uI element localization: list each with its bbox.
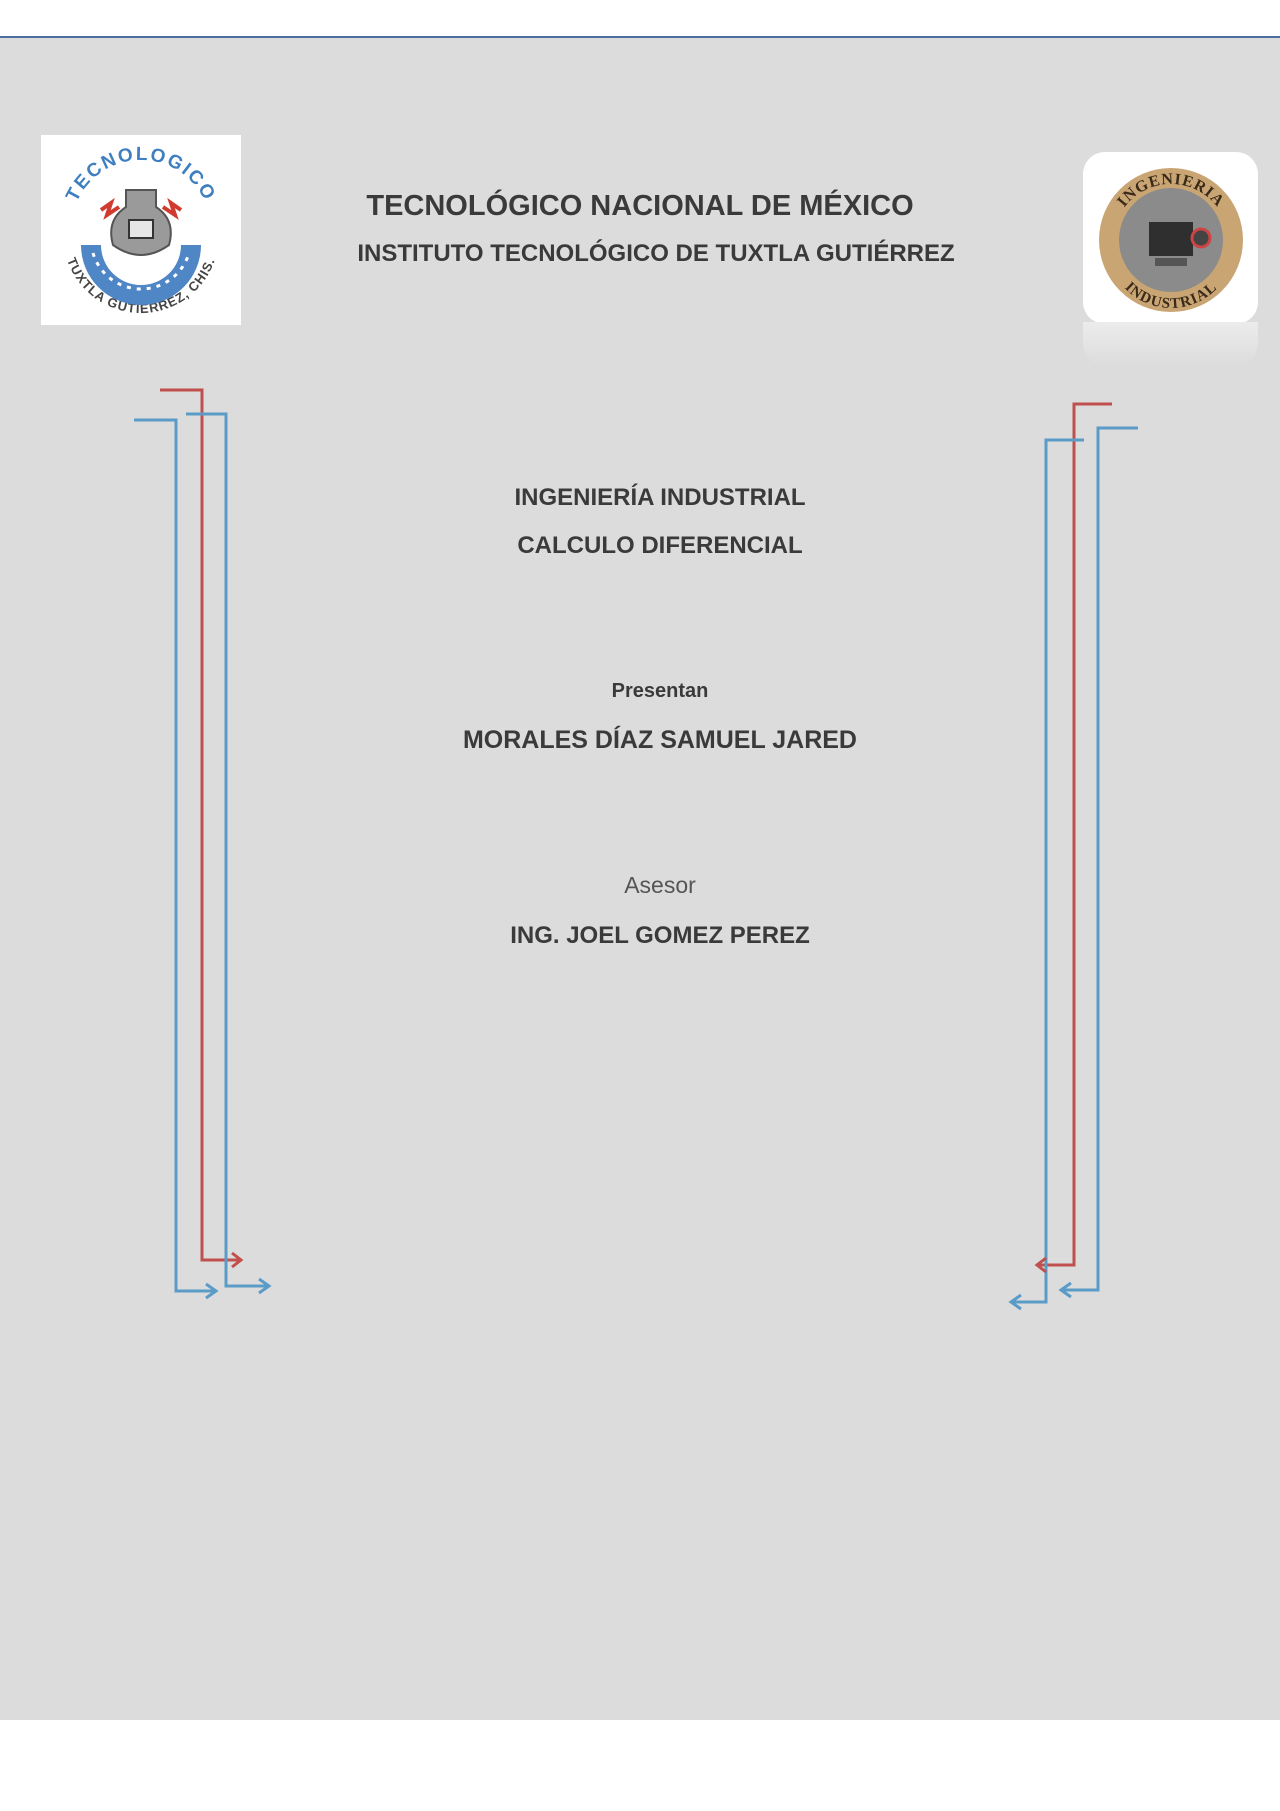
left-red-bracket (160, 388, 240, 1262)
top-rule (0, 36, 1280, 38)
career-name: INGENIERÍA INDUSTRIAL (514, 484, 806, 511)
author-name: MORALES DÍAZ SAMUEL JARED (462, 726, 857, 754)
advisor-name: ING. JOEL GOMEZ PEREZ (510, 922, 810, 949)
right-blue-arrowhead-1 (1008, 1293, 1022, 1311)
presented-by-label: Presentan (611, 680, 709, 702)
left-blue-arrowhead-1 (205, 1282, 219, 1300)
subject-name: CALCULO DIFERENCIAL (517, 532, 803, 559)
left-red-arrowhead (231, 1251, 244, 1269)
institution-title: TECNOLÓGICO NACIONAL DE MÉXICO (366, 190, 914, 222)
left-blue-arrowhead-2 (258, 1277, 272, 1295)
right-red-arrowhead (1034, 1256, 1047, 1274)
logo-reflection (1083, 322, 1258, 366)
institute-subtitle: INSTITUTO TECNOLÓGICO DE TUXTLA GUTIÉRRE… (357, 240, 955, 267)
tecnologico-logo: TECNOLOGICO TUXTLA GUTIERREZ, CHIS. (41, 135, 241, 325)
left-blue-bracket-outer (134, 418, 215, 1293)
right-blue-bracket-inner (1062, 426, 1138, 1292)
advisor-label: Asesor (624, 872, 696, 898)
left-blue-bracket-inner (186, 412, 268, 1288)
right-red-bracket (1038, 402, 1112, 1267)
right-blue-bracket-outer (1012, 438, 1084, 1304)
ingenieria-industrial-logo: INGENIERIA INDUSTRIAL (1083, 152, 1258, 324)
right-blue-arrowhead-2 (1058, 1281, 1072, 1299)
